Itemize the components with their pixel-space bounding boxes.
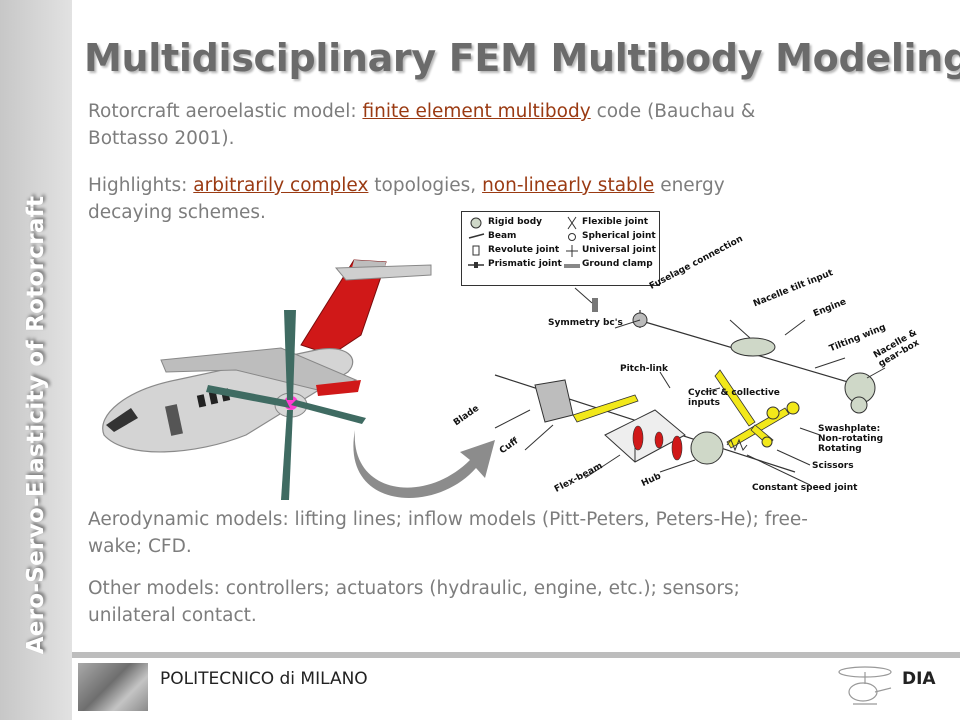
legend-prismatic-joint: Prismatic joint (488, 259, 562, 269)
label-swash-line3: Rotating (818, 444, 862, 454)
slide-title: Multidisciplinary FEM Multibody Modeling (84, 36, 960, 80)
label-scissors: Scissors (812, 461, 854, 471)
sidebar-title: Aero-Servo-Elasticity of Rotorcraft (23, 195, 49, 655)
diagram-legend: Rigid body Beam Revolute joint Prismatic… (461, 211, 660, 286)
building-photo (78, 663, 148, 711)
p2-text-b: topologies, (368, 175, 483, 196)
p2-text-c: energy decaying schemes. (88, 175, 725, 223)
footer-divider (72, 652, 960, 658)
p1-text-a: Rotorcraft aeroelastic model: (88, 101, 363, 122)
tiltrotor-aircraft-image (102, 259, 432, 500)
p1-highlight: finite element multibody (362, 101, 591, 122)
p1-text-b: code (Bauchau & Bottasso 2001). (88, 101, 756, 149)
paragraph-other-models: Other models: controllers; actuators (hy… (88, 578, 740, 626)
footer (72, 658, 960, 720)
paragraph-aeroelastic-model: Rotorcraft aeroelastic model: finite ele… (88, 98, 808, 152)
label-cyclic-line2: inputs (688, 398, 721, 408)
footer-department: DIA (902, 669, 936, 689)
paragraph-highlights: Highlights: arbitrarily complex topologi… (88, 172, 808, 226)
helicopter-logo-icon (838, 666, 892, 705)
p2-text-a: Highlights: (88, 175, 194, 196)
legend-revolute-joint: Revolute joint (488, 245, 560, 255)
footer-institution: POLITECNICO di MILANO (160, 669, 368, 689)
legend-universal-joint: Universal joint (582, 245, 656, 255)
multibody-schematic-diagram (494, 287, 886, 486)
label-symmetry: Symmetry bc's (548, 318, 623, 328)
label-constant-speed-joint: Constant speed joint (752, 483, 858, 493)
legend-right-symbols (564, 216, 580, 268)
p2-highlight-1: arbitrarily complex (193, 175, 369, 196)
legend-rigid-body: Rigid body (488, 217, 543, 227)
paragraph-aerodynamic-models: Aerodynamic models: lifting lines; inflo… (88, 509, 808, 557)
label-cyclic-line1: Cyclic & collective (688, 388, 780, 398)
legend-ground-clamp: Ground clamp (582, 259, 653, 269)
legend-left-symbols (468, 217, 485, 268)
legend-beam: Beam (488, 231, 517, 241)
label-swash-line2: Non-rotating (818, 434, 884, 444)
label-pitch-link: Pitch-link (620, 364, 669, 374)
legend-spherical-joint: Spherical joint (582, 231, 656, 241)
label-swash-line1: Swashplate: (818, 424, 881, 434)
p2-highlight-2: non-linearly stable (482, 175, 655, 196)
curved-arrow-icon (353, 430, 495, 499)
sidebar: Aero-Servo-Elasticity of Rotorcraft (0, 0, 72, 720)
legend-flexible-joint: Flexible joint (582, 217, 649, 227)
